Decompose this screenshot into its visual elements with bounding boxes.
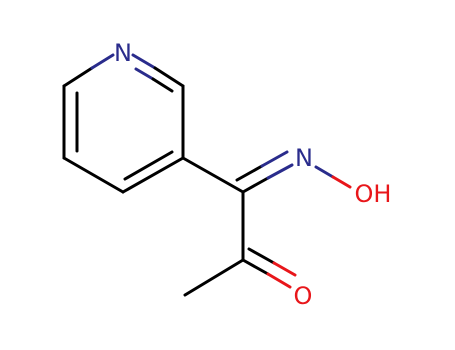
bond-c3-c4 [121, 156, 185, 194]
bond-c-o-inner-b [272, 261, 297, 277]
bond-c-o-inner-a [247, 247, 276, 265]
bond-c4-c5 [62, 156, 125, 194]
bond-c-o-a [241, 258, 270, 276]
bond-n1-c2-inner-a [134, 67, 155, 81]
bond-c-n-oxime-b [266, 163, 294, 180]
bond-ring-to-oxime-carbon [181, 156, 245, 194]
bond-carbonyl-to-methyl [183, 258, 245, 297]
bond-n-oh-a [314, 165, 335, 179]
side-chain [181, 150, 352, 297]
bond-c6-n1-b [90, 53, 115, 70]
carbonyl-oxygen-label: O [294, 282, 313, 310]
bond-n1-c2-b [153, 66, 185, 88]
pyridine-ring [62, 53, 185, 194]
oxime-nitrogen-label: N [295, 144, 313, 172]
bond-c-n-oxime-inner-a [235, 164, 264, 182]
bond-n1-c2-a [131, 53, 157, 70]
bond-n1-c2-inner-b [151, 77, 174, 93]
bond-n-oh-b [331, 175, 352, 189]
bond-c-n-oxime-inner-b [260, 150, 289, 168]
bond-c-n-oxime-a [241, 176, 270, 194]
bond-c3-c4-inner [123, 150, 174, 181]
hydroxyl-label: OH [355, 180, 392, 208]
ring-nitrogen-label: N [114, 39, 132, 67]
bond-c6-n1-a [62, 66, 94, 88]
bond-c-o-b [266, 272, 292, 289]
